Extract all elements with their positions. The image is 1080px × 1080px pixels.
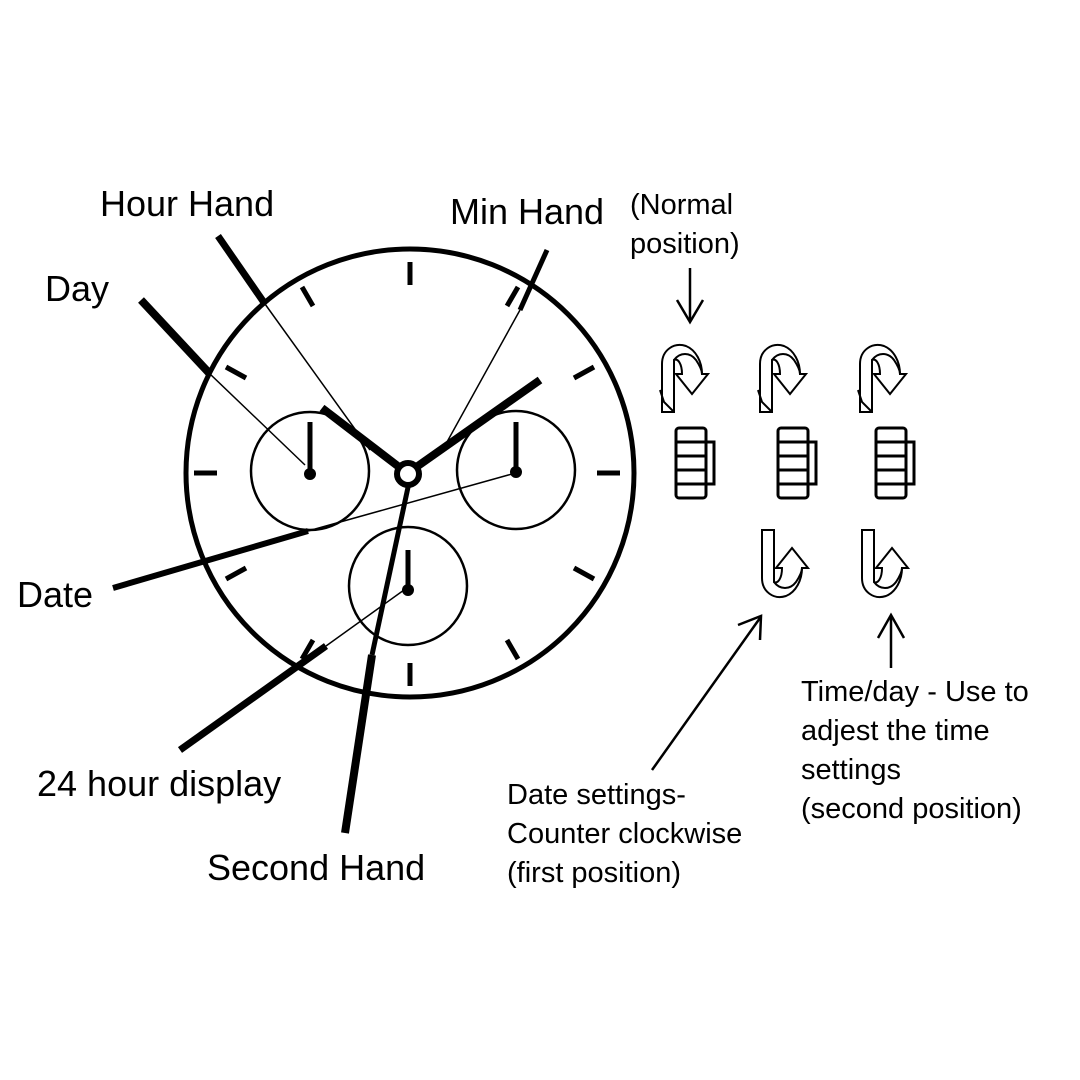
hour-markers bbox=[194, 262, 620, 686]
label-second-hand: Second Hand bbox=[207, 847, 426, 888]
marker-8 bbox=[224, 565, 248, 582]
watch-case bbox=[183, 246, 637, 700]
second-hand-body bbox=[369, 477, 413, 656]
label-date: Date bbox=[17, 574, 94, 615]
callout-arrows bbox=[650, 268, 906, 771]
label-24-hour-display: 24 hour display bbox=[37, 763, 282, 804]
min-hand-body bbox=[412, 376, 543, 472]
label-hour-hand: Hour Hand bbox=[100, 183, 275, 224]
crown-position-first bbox=[757, 343, 818, 599]
label-time-day: Time/day - Use to adjest the time settin… bbox=[801, 676, 1029, 825]
marker-4 bbox=[572, 565, 596, 582]
center-pivot bbox=[394, 460, 422, 488]
arrow-date-settings bbox=[650, 617, 762, 771]
crown-position-second bbox=[857, 343, 916, 599]
subdial-date bbox=[455, 409, 577, 531]
crown-position-normal bbox=[659, 343, 716, 500]
marker-7 bbox=[299, 638, 316, 661]
subdial-24h bbox=[347, 525, 469, 647]
marker-5 bbox=[504, 638, 521, 661]
marker-11 bbox=[299, 285, 316, 308]
marker-2 bbox=[572, 364, 596, 381]
label-day: Day bbox=[45, 268, 110, 309]
marker-10 bbox=[224, 364, 248, 381]
label-normal-position: (Normal position) bbox=[630, 189, 740, 260]
label-min-hand: Min Hand bbox=[450, 191, 605, 232]
leader-lines bbox=[112, 234, 550, 834]
marker-1 bbox=[504, 285, 521, 308]
label-date-settings: Date settings- Counter clockwise (first … bbox=[507, 779, 743, 889]
